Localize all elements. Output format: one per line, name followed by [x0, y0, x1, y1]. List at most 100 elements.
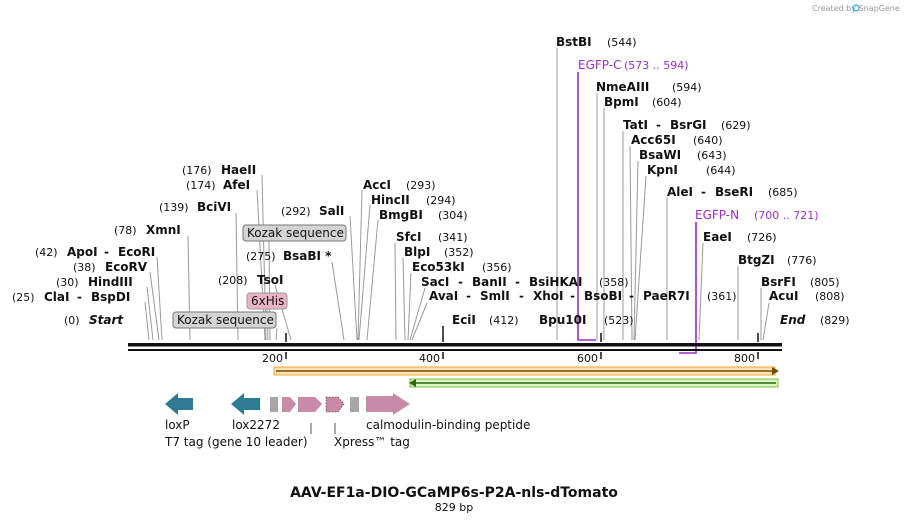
svg-text:-: -: [77, 290, 82, 304]
site-label: BmgBI: [379, 208, 423, 222]
start-label: Start: [89, 313, 124, 327]
site-label: EaeI: [703, 230, 732, 244]
site-label: KpnI: [647, 163, 678, 177]
his-tag-label-box: [246, 292, 288, 310]
spacer-box: [350, 397, 359, 412]
ruler-marks: [285, 326, 759, 359]
site-label: AccI: [363, 178, 391, 192]
site-pos: (361): [707, 290, 737, 303]
svg-text:-: -: [466, 289, 471, 303]
leader-kpni: [634, 175, 647, 341]
site-label: AfeI: [223, 178, 250, 192]
primer-egfp-n-mark: [679, 222, 697, 354]
leader-bsawi: [633, 160, 639, 341]
leader-hincii: [358, 204, 371, 341]
primer-egfp-c-mark: [577, 72, 596, 341]
site-label: BanII: [472, 275, 507, 289]
site-pos: (176): [182, 164, 212, 177]
site-label: SmlI: [480, 289, 510, 303]
primer-range: (700 .. 721): [754, 209, 819, 222]
site-pos: (174): [186, 179, 216, 192]
svg-text:-: -: [458, 275, 463, 289]
kozak-label: Kozak sequence: [177, 313, 274, 327]
leader-blpi: [402, 257, 406, 341]
leader-apoi: [156, 256, 163, 341]
site-pos: (544): [607, 36, 637, 49]
site-label: Eco53kI: [412, 260, 465, 274]
ruler-tick-label: 800: [734, 352, 755, 365]
leader-bsabi: [331, 261, 345, 341]
site-pos: (30): [56, 276, 79, 289]
leader-kozak-2: [275, 327, 278, 341]
site-label: EcoRV: [105, 260, 148, 274]
leader-acc65i: [629, 145, 633, 341]
primer-label-egfp-n: EGFP-N: [695, 208, 739, 222]
site-label: BsaBI *: [283, 249, 332, 263]
feature-label-xpress-tag: Xpress™ tag: [334, 435, 410, 449]
site-label: XhoI: [533, 289, 564, 303]
orf-orange-arrow: [273, 366, 779, 376]
end-label: End: [780, 313, 806, 327]
site-label: BciVI: [197, 200, 231, 214]
site-label: BtgZI: [738, 253, 775, 267]
site-label: BpmI: [604, 95, 639, 109]
site-label: BsrFI: [761, 275, 796, 289]
site-label: XmnI: [146, 223, 181, 237]
site-pos: (208): [218, 274, 248, 287]
site-label: TsoI: [257, 273, 283, 287]
site-pos: (294): [426, 194, 456, 207]
site-pos: (139): [159, 201, 189, 214]
snapgene-logo-icon: [852, 4, 860, 12]
site-pos: (805): [810, 276, 840, 289]
site-pos: (685): [768, 186, 798, 199]
site-pos: (594): [672, 81, 702, 94]
site-label: Acc65I: [631, 133, 676, 147]
ruler-tick-label: 600: [577, 352, 598, 365]
site-pos: (358): [599, 276, 629, 289]
site-label: NmeAIII: [596, 80, 649, 94]
site-pos: (726): [747, 231, 777, 244]
his-tag-label: 6xHis: [251, 294, 284, 308]
calmodulin-peptide-arrow-icon: [366, 393, 410, 415]
site-label: Bpu10I: [539, 313, 586, 327]
site-label: EciI: [452, 313, 476, 327]
site-pos: (304): [438, 209, 468, 222]
site-label: SfcI: [396, 230, 421, 244]
primer-range: (573 .. 594): [624, 59, 689, 72]
site-label: BsaWI: [639, 148, 681, 162]
site-label: BsrGI: [670, 118, 707, 132]
primer-label-egfp-c: EGFP-C: [578, 58, 621, 72]
site-label: ApoI: [67, 245, 98, 259]
svg-text:-: -: [515, 275, 520, 289]
feature-connectors: [310, 423, 336, 434]
kozak-label-box: [172, 311, 277, 329]
leader-eco53ki: [407, 272, 412, 341]
feature-label-lox2272: lox2272: [232, 418, 280, 432]
svg-text:-: -: [519, 289, 524, 303]
leader-ecorv: [149, 271, 160, 341]
site-label: HindIII: [88, 275, 133, 289]
tag-arrow-icon: [298, 397, 322, 412]
kozak-label-box: [242, 224, 347, 242]
end-pos: (829): [820, 314, 850, 327]
site-pos: (78): [114, 224, 137, 237]
site-label: BspDI: [91, 290, 130, 304]
site-pos: (275): [246, 250, 276, 263]
leader-avai: [411, 302, 428, 341]
site-pos: (292): [281, 205, 311, 218]
his-tag-arrow-icon: [282, 397, 296, 412]
sequence-backbone-strand: [128, 349, 782, 351]
credit-text: Created by SnapGene: [812, 4, 900, 13]
ruler-tick-label: 200: [262, 352, 283, 365]
site-pos: (42): [35, 246, 58, 259]
leader-eaei: [698, 242, 704, 341]
site-label: BsoBI: [584, 289, 622, 303]
svg-text:-: -: [656, 118, 661, 132]
site-label: AleI: [667, 185, 693, 199]
site-pos: (644): [706, 164, 736, 177]
site-pos: (293): [406, 179, 436, 192]
leader-acci: [357, 189, 363, 341]
site-label: AvaI: [429, 289, 458, 303]
site-pos: (25): [12, 291, 35, 304]
